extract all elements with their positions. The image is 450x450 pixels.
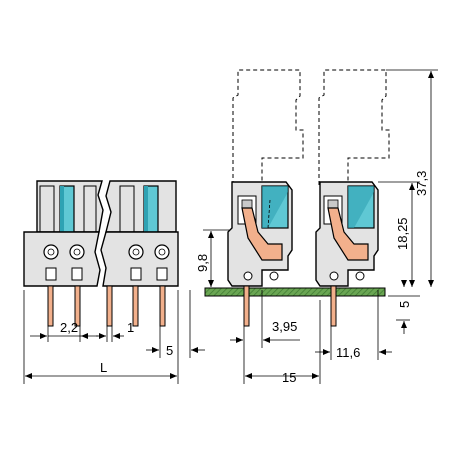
open-lever-outline-2 [318, 69, 390, 190]
pin-3 [106, 285, 113, 327]
side-views: 9,8 3,95 15 11,6 18,25 37,3 5 [195, 69, 438, 385]
pin-2 [74, 285, 81, 327]
dim-height-37-3: 37,3 [414, 171, 429, 196]
dim-width-15: 15 [282, 370, 296, 385]
open-lever-outline-1 [232, 69, 304, 190]
pcb-board [204, 287, 386, 297]
pin-1 [47, 285, 54, 327]
wire-entry-1 [43, 244, 59, 260]
housing-upper-right [105, 180, 177, 233]
dim-total-length: L [100, 360, 107, 375]
pin-4 [132, 285, 139, 327]
dim-pcb-5: 5 [397, 301, 412, 308]
housing-lower-left [23, 231, 101, 287]
dim-height-18-25: 18,25 [395, 217, 410, 250]
wire-entry-4 [154, 244, 170, 260]
side-contact-1 [241, 207, 283, 261]
front-view: 2,2 1 5 L [23, 180, 205, 384]
dim-offset-3-95: 3,95 [272, 319, 297, 334]
side-pin-1 [243, 285, 250, 327]
side-pin-2 [330, 285, 337, 327]
dim-pin-length: 5 [166, 343, 173, 358]
dim-pitch: 2,2 [60, 320, 78, 335]
dim-pin-width: 1 [127, 320, 134, 335]
dim-width-11-6: 11,6 [336, 345, 360, 360]
wire-entry-2 [69, 244, 85, 260]
dim-height-9-8: 9,8 [195, 254, 210, 272]
side-contact-2 [327, 207, 369, 261]
pin-5 [159, 285, 166, 327]
wire-entry-3 [128, 244, 144, 260]
